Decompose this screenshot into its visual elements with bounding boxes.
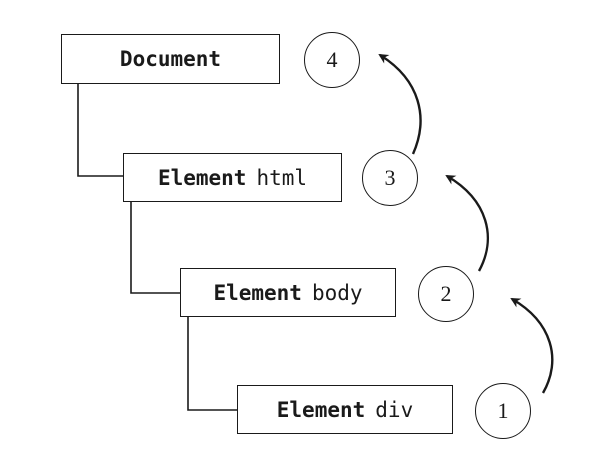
step-badge-1-label: 1 <box>497 398 509 423</box>
step-badge-1: 1 <box>475 383 531 439</box>
tree-connector-document-html <box>77 84 123 177</box>
step-badge-3-label: 3 <box>384 165 396 190</box>
propagation-arrow-html-to-document <box>378 53 422 155</box>
node-body-name: body <box>311 280 363 305</box>
node-html-kind: Element <box>157 165 247 190</box>
tree-connector-body-div <box>187 317 237 411</box>
node-body-kind: Element <box>213 280 302 305</box>
step-badge-2: 2 <box>418 266 474 322</box>
propagation-arrow-body-to-html <box>445 174 490 272</box>
node-document-kind: Document <box>119 47 222 71</box>
node-element-div: Element div <box>237 385 453 434</box>
node-div-name: div <box>375 397 414 422</box>
step-badge-4: 4 <box>304 32 360 88</box>
node-document: Document <box>61 34 280 84</box>
node-div-kind: Element <box>276 397 366 422</box>
tree-connector-html-body <box>130 202 180 294</box>
node-element-html: Element html <box>123 153 342 202</box>
step-badge-4-label: 4 <box>326 47 338 72</box>
step-badge-2-label: 2 <box>440 281 452 306</box>
propagation-arrow-div-to-body <box>510 297 554 394</box>
node-element-body: Element body <box>180 268 396 317</box>
step-badge-3: 3 <box>362 150 418 206</box>
node-html-name: html <box>256 165 308 190</box>
